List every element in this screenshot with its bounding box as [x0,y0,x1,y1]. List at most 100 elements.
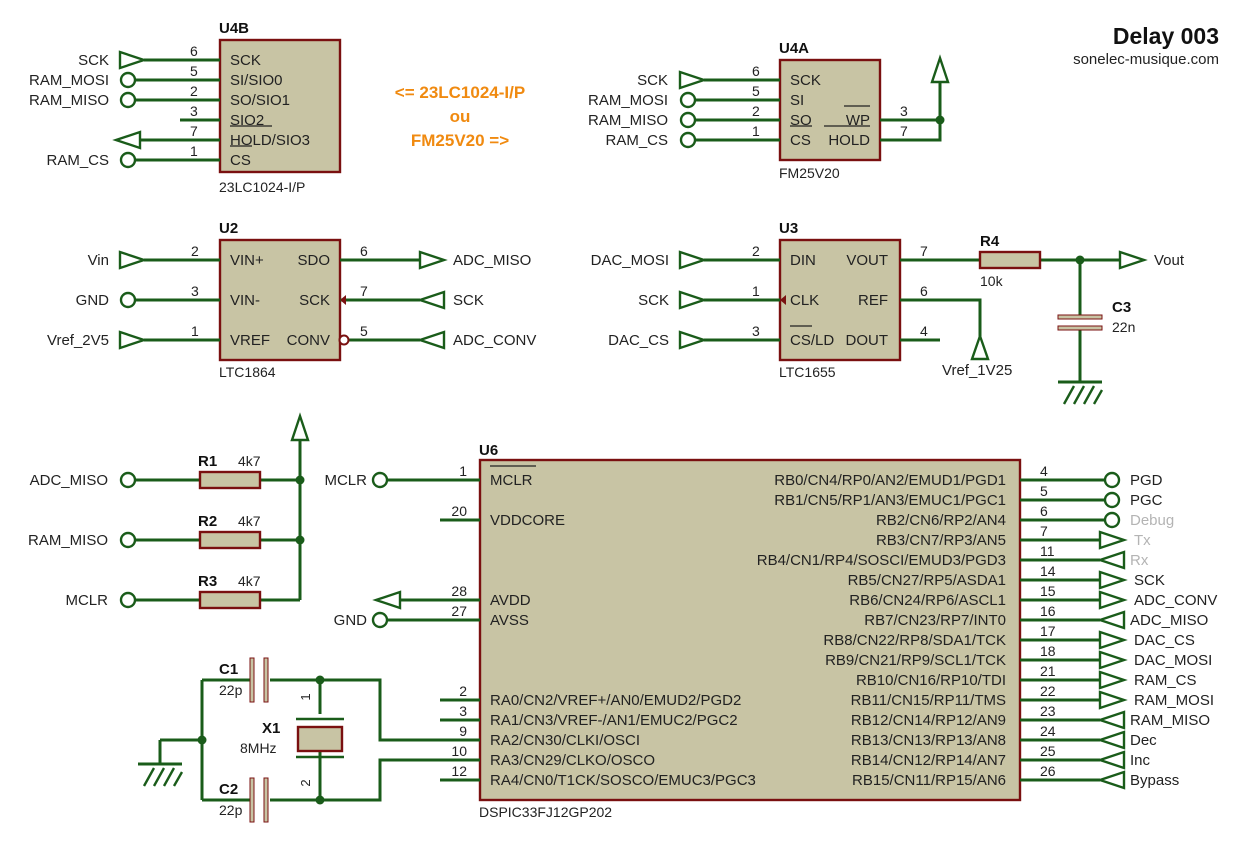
vref-1v25-label: Vref_1V25 [942,362,1012,379]
u6-input-arrow-icon [1096,550,1126,570]
pullup-value: 4k7 [238,453,261,469]
pullup-connector-icon [119,471,137,489]
u3-pin-number: 6 [920,283,928,299]
u6-pin-name: VDDCORE [490,512,565,529]
u6-connector-icon [1103,471,1121,489]
note-line-3: FM25V20 => [411,131,509,150]
u6-pin-name: RB5/CN27/RP5/ASDA1 [848,572,1006,589]
u4b-ref: U4B [219,20,249,37]
u6-pin-number: 26 [1040,763,1056,779]
u4b-pin-name: SO/SIO1 [230,92,290,109]
u6-net-label: PGC [1130,492,1163,509]
u6-pin-name: RA1/CN3/VREF-/AN1/EMUC2/PGC2 [490,712,738,729]
u6-net-label: Dec [1130,732,1157,749]
u4b-pin-number: 5 [190,63,198,79]
u3-ref-wire [900,298,982,340]
u4b-net-label: SCK [78,52,109,69]
u6-pin-name: RB2/CN6/RP2/AN4 [876,512,1006,529]
c2-capacitor-plate-left [249,777,255,823]
r4-ref: R4 [980,233,1000,250]
u3-part: LTC1655 [779,364,836,380]
u2-pin-number: 6 [360,243,368,259]
u6-pin-number: 16 [1040,603,1056,619]
u6-pin-number: 3 [459,703,467,719]
u6-pin-name: RB13/CN13/RP13/AN8 [851,732,1006,749]
u2-net-label: ADC_CONV [453,332,536,349]
u6-pin-number: 18 [1040,643,1056,659]
u2-input-arrow-icon [416,290,446,310]
u6-pin-number: 28 [451,583,467,599]
u4b-pins: 6SCKSCK5SI/SIO0RAM_MOSI2SO/SIO1RAM_MISO3… [29,43,310,169]
u4a-pin-name: SCK [790,72,821,89]
u4b-pin-number: 7 [190,123,198,139]
u6-output-arrow-icon [1098,630,1128,650]
output-filter: R4 10k Vout C3 22n [900,233,1185,405]
c2-value: 22p [219,802,243,818]
r4-resistor [978,250,1042,270]
gnd-label: GND [334,612,368,629]
u2-input-arrow-icon [416,330,446,350]
u6-pin-number: 27 [451,603,467,619]
u6-net-label: PGD [1130,472,1163,489]
u6-net-label: Tx [1134,532,1151,549]
u2-pin-number: 1 [191,323,199,339]
u4b-net-label: RAM_CS [46,152,109,169]
u6-pin-number: 21 [1040,663,1056,679]
pullup-resistor-body [198,470,262,490]
u4a-pin-number: 3 [900,103,908,119]
u4a-pin-number: 5 [752,83,760,99]
u6-pin-name: RB9/CN21/RP9/SCL1/TCK [825,652,1006,669]
u6-external-left: MCLR GND [324,471,440,629]
u3-pin-number: 4 [920,323,928,339]
u2-net-label: ADC_MISO [453,252,531,269]
u4a-power-arrow-icon [930,54,950,84]
u4a-net-label: RAM_MISO [588,112,668,129]
x1-electrodes [296,717,344,759]
u6-pin-name: RB4/CN1/RP4/SOSCI/EMUD3/PGD3 [757,552,1006,569]
u4b-input-arrow-icon [118,50,148,70]
u6-pin-name: RB1/CN5/RP1/AN3/EMUC1/PGC1 [774,492,1006,509]
u4b-pin-number: 2 [190,83,198,99]
u6-input-arrow-icon [1096,770,1126,790]
u4b-pin-name: SIO2 [230,112,264,129]
u6-output-arrow-icon [1098,650,1128,670]
c2-ref: C2 [219,781,238,798]
u6-input-arrow-icon [1096,610,1126,630]
u6-ref: U6 [479,442,498,459]
u2-body [218,238,342,362]
osc-junction-ground [197,735,207,745]
mclr-label: MCLR [324,472,367,489]
u2-part: LTC1864 [219,364,276,380]
c1-capacitor-plate-left [249,657,255,703]
u2-pin-name: VIN+ [230,252,264,269]
u4a-wp-hold-supply [880,54,950,142]
u6-net-label: RAM_CS [1134,672,1197,689]
u6-pin-number: 7 [1040,523,1048,539]
u6-pin-number: 4 [1040,463,1048,479]
u2-pin-number: 3 [191,283,199,299]
osc-junction-c2 [315,795,325,805]
u6-pin-name: RB0/CN4/RP0/AN2/EMUD1/PGD1 [774,472,1006,489]
oscillator-section: C1 22p C2 22p X1 8MHz 1 2 [138,657,460,823]
u6-pin-number: 24 [1040,723,1056,739]
pullup-ref: R3 [198,573,217,590]
u3-pin-name: VOUT [846,252,888,269]
u6-pin-number: 17 [1040,623,1056,639]
u4a-pin-name: SI [790,92,804,109]
u6-pin-name: RA0/CN2/VREF+/AN0/EMUD2/PGD2 [490,692,741,709]
u6-connector-icon [1103,511,1121,529]
u4b-pin-number: 6 [190,43,198,59]
u4a-pins: 6SCKSCK5SIRAM_MOSI2SORAM_MISO1CSRAM_CSWP… [588,63,908,149]
u6-net-label: ADC_MISO [1130,612,1208,629]
c1-ref: C1 [219,661,238,678]
u6-pin-name: RA4/CN0/T1CK/SOSCO/EMUC3/PGC3 [490,772,756,789]
u6-pin-name: RB14/CN12/RP14/AN7 [851,752,1006,769]
u2-pin-name: SCK [299,292,330,309]
u6-pin-name: RB3/CN7/RP3/AN5 [876,532,1006,549]
u3-net-label: DAC_CS [608,332,669,349]
u6-pin-name: RB6/CN24/RP6/ASCL1 [849,592,1006,609]
u3-ref: U3 [779,220,798,237]
u4a-net-label: SCK [637,72,668,89]
u6-pin-name: RB10/CN16/RP10/TDI [856,672,1006,689]
